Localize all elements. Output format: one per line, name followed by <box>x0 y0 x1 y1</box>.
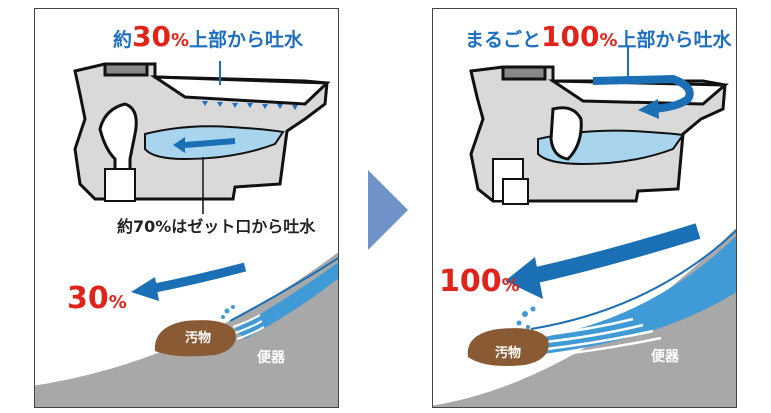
left-slope-diagram <box>35 248 338 407</box>
left-surface-label: 便器 <box>257 350 285 366</box>
left-panel-title: 約30%上部から吐水 <box>113 20 304 53</box>
right-toilet-cross-section <box>469 47 729 205</box>
right-dirt-blob <box>467 328 549 366</box>
left-flow-percent: 30% <box>67 281 127 316</box>
left-bottom-label: 約70%はゼット口から吐水 <box>117 217 316 236</box>
left-toilet-cross-section <box>73 61 331 214</box>
right-flow-percent: 100% <box>439 264 520 299</box>
right-surface-label: 便器 <box>651 349 679 365</box>
right-flow-arrow <box>505 257 543 299</box>
left-flow-arrow <box>131 277 159 301</box>
right-slope-diagram <box>433 223 736 407</box>
divider-arrow-icon <box>368 170 408 250</box>
right-panel: まるごと100%上部から吐水 100% 汚物 便器 <box>432 8 737 408</box>
left-panel: 約30%上部から吐水 約70%はゼット口から吐水 30% 汚物 便器 <box>34 8 339 408</box>
right-panel-illustration <box>433 47 736 407</box>
rim-spray-arrows <box>202 89 298 110</box>
swirl-arrow <box>592 74 694 113</box>
left-panel-illustration <box>35 61 338 407</box>
right-panel-title: まるごと100%上部から吐水 <box>465 20 732 53</box>
left-dirt-label: 汚物 <box>185 331 212 346</box>
left-dirt-blob <box>154 320 236 357</box>
right-dirt-label: 汚物 <box>495 346 522 361</box>
jet-arrow <box>184 138 236 148</box>
